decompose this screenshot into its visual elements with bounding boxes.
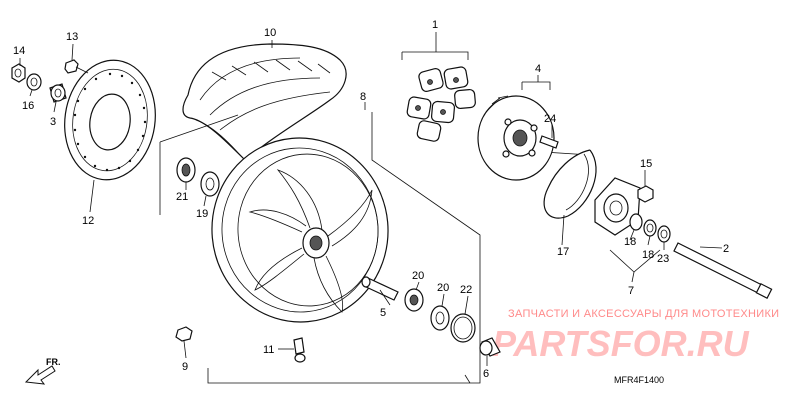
damper-rubbers [401, 51, 476, 142]
driven-flange [477, 81, 555, 181]
stud-bolt [539, 135, 559, 149]
watermark-text: ЗАПЧАСТИ И АКСЕССУАРЫ ДЛЯ МОТОТЕХНИКИ [508, 308, 779, 320]
callout-4: 4 [535, 63, 541, 75]
callout-3: 3 [50, 116, 56, 128]
circlip [543, 149, 597, 219]
callout-20a: 20 [412, 270, 424, 282]
callout-24: 24 [544, 113, 556, 125]
callout-9: 9 [182, 361, 188, 373]
side-collar-parts [594, 177, 671, 273]
callout-19: 19 [196, 208, 208, 220]
callout-18a: 18 [624, 236, 636, 248]
callout-21: 21 [176, 191, 188, 203]
wheel-rim [211, 137, 389, 323]
diagram-code: MFR4F1400 [614, 375, 664, 385]
callout-16: 16 [22, 100, 34, 112]
callout-labels: 1 2 3 4 5 6 7 8 9 10 11 12 13 14 15 16 1… [13, 19, 729, 380]
valve-parts [175, 326, 306, 363]
axle [673, 242, 773, 299]
callout-12: 12 [82, 215, 94, 227]
front-arrow-icon [24, 365, 56, 385]
callout-15: 15 [640, 158, 652, 170]
callout-8: 8 [360, 91, 366, 103]
callout-6: 6 [483, 368, 489, 380]
callout-10: 10 [264, 27, 276, 39]
leader-lines [19, 32, 723, 366]
callout-7: 7 [628, 285, 634, 297]
tire [182, 43, 347, 161]
hub-hardware [361, 276, 501, 357]
callout-22: 22 [460, 284, 472, 296]
callout-18b: 18 [642, 249, 654, 261]
callout-5: 5 [380, 307, 386, 319]
callout-1: 1 [432, 19, 438, 31]
callout-13: 13 [66, 31, 78, 43]
watermark-logo: PARTSFOR.RU [492, 323, 750, 364]
callout-11: 11 [263, 344, 274, 356]
watermark: ЗАПЧАСТИ И АКСЕССУАРЫ ДЛЯ МОТОТЕХНИКИ PA… [492, 308, 779, 364]
front-marker-label: FR. [46, 357, 61, 367]
callout-14: 14 [13, 45, 25, 57]
callout-17: 17 [557, 246, 569, 258]
callout-23: 23 [657, 253, 669, 265]
callout-20b: 20 [437, 282, 449, 294]
bearings-left [176, 157, 220, 197]
front-direction-marker: FR. [24, 357, 61, 385]
callout-2: 2 [723, 243, 729, 255]
brake-disc [64, 59, 156, 181]
disc-hardware [11, 59, 89, 103]
